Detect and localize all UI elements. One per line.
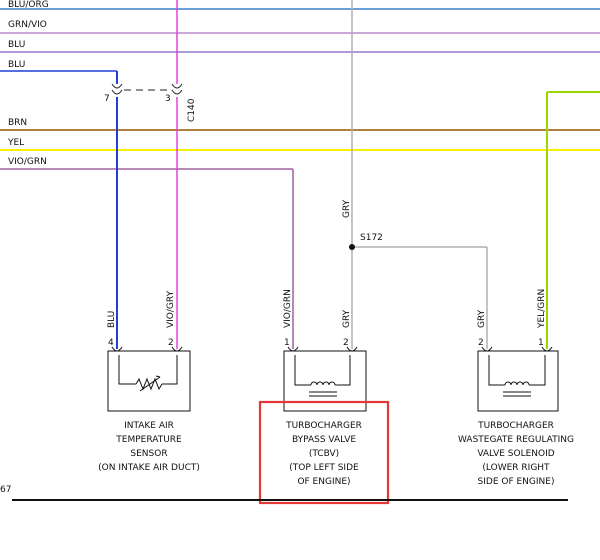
wire-label-gry-tcbv: GRY: [342, 309, 352, 328]
iat-name-2: TEMPERATURE: [115, 435, 182, 445]
wire-label-yel-grn: YEL/GRN: [537, 289, 547, 329]
wastegate-name-5: SIDE OF ENGINE): [478, 477, 555, 487]
iat-pin-b: 2: [168, 338, 174, 348]
wastegate-name-1: TURBOCHARGER: [477, 421, 554, 431]
wire-label-gry-wastegate: GRY: [477, 309, 487, 328]
splice-label: S172: [360, 233, 383, 243]
wire-label-vio-grn: VIO/GRN: [283, 289, 293, 328]
tcbv-name-3: (TCBV): [309, 449, 339, 459]
bus-label-blu-org: BLU/ORG: [8, 0, 49, 10]
wastegate-solenoid: [477, 340, 559, 412]
iat-name-4: (ON INTAKE AIR DUCT): [98, 463, 200, 473]
wastegate-name-2: WASTEGATE REGULATING: [458, 435, 574, 445]
tcbv-name-5: OF ENGINE): [297, 477, 350, 487]
highlight-box: [258, 400, 390, 505]
bus-label-blu-1: BLU: [8, 40, 25, 50]
tcbv-name-2: BYPASS VALVE: [292, 435, 356, 445]
iat-pin-a: 4: [108, 338, 114, 348]
connector-label: C140: [187, 98, 197, 122]
wire-label-gry-top: GRY: [342, 199, 352, 218]
iat-name-1: INTAKE AIR: [124, 421, 174, 431]
wire-label-blu: BLU: [107, 311, 117, 328]
tcbv-valve: [283, 340, 367, 412]
connector-c140: [111, 83, 183, 95]
connector-pin-left: 7: [104, 94, 110, 104]
wire-label-vio-gry: VIO/GRY: [166, 290, 176, 328]
page-ref: 67: [0, 485, 11, 495]
bus-label-vio-grn: VIO/GRN: [8, 157, 47, 167]
tcbv-pin-b: 2: [343, 338, 349, 348]
bus-label-grn-vio: GRN/VIO: [8, 20, 47, 30]
splice-dot: [349, 244, 355, 250]
bus-label-blu-2: BLU: [8, 60, 25, 70]
wastegate-pin-a: 2: [478, 338, 484, 348]
wastegate-pin-b: 1: [538, 338, 544, 348]
iat-name-3: SENSOR: [130, 449, 167, 459]
connector-pin-right: 3: [165, 94, 171, 104]
wastegate-name-4: (LOWER RIGHT: [482, 463, 550, 473]
iat-sensor: [107, 340, 191, 412]
bus-label-brn: BRN: [8, 118, 27, 128]
bus-label-yel: YEL: [7, 138, 24, 148]
tcbv-name-1: TURBOCHARGER: [285, 421, 362, 431]
tcbv-pin-a: 1: [284, 338, 290, 348]
tcbv-name-4: (TOP LEFT SIDE: [289, 463, 359, 473]
wastegate-name-3: VALVE SOLENOID: [477, 449, 554, 459]
